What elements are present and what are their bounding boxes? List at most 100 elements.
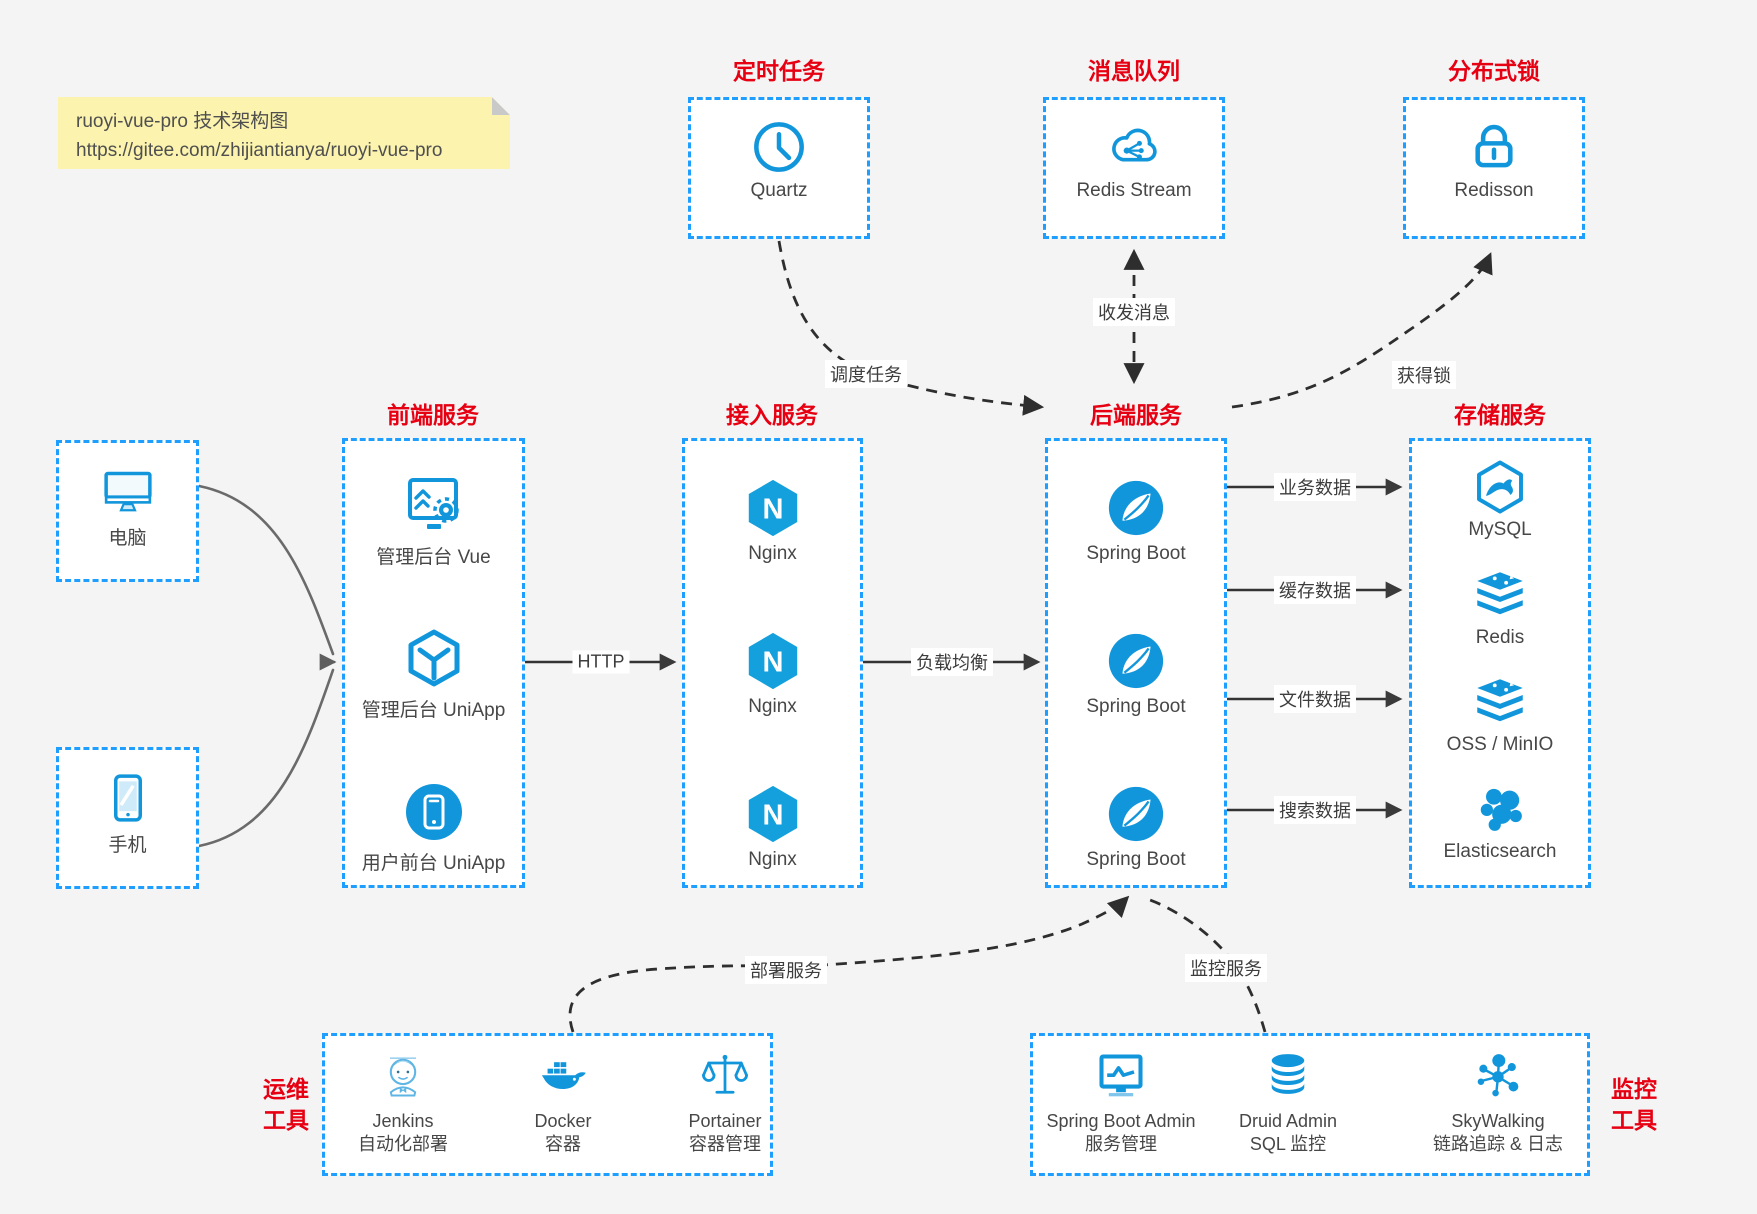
edge-computer-to-frontend — [197, 484, 335, 656]
item-name: Jenkins — [372, 1111, 434, 1131]
edge-lock-arrow — [1231, 252, 1493, 409]
redisson-item: Redisson — [1406, 118, 1582, 202]
backend-services-box: Spring Boot Spring Boot Spring Boot — [1045, 438, 1227, 888]
item-label: Spring Boot — [1086, 849, 1186, 870]
item-desc: SQL 监控 — [1249, 1134, 1327, 1154]
distributed-lock-box: Redisson — [1403, 97, 1585, 239]
edge-label-cache-data: 缓存数据 — [1274, 576, 1356, 604]
jenkins-item: Jenkins 自动化部署 — [328, 1050, 478, 1155]
desktop-icon — [100, 463, 156, 519]
svg-text:N: N — [762, 494, 783, 526]
note-url: https://gitee.com/zhijiantianya/ruoyi-vu… — [76, 140, 443, 162]
lock-icon — [1465, 118, 1523, 176]
edge-label-lock: 获得锁 — [1392, 361, 1456, 389]
computer-item: 电脑 — [59, 463, 196, 550]
nginx-item: N Nginx — [685, 783, 860, 871]
mysql-icon — [1472, 459, 1528, 515]
smartphone-icon — [100, 770, 156, 826]
item-label: 电脑 — [108, 528, 147, 549]
oss-minio-item: OSS / MinIO — [1412, 674, 1588, 756]
nginx-item: N Nginx — [685, 477, 860, 565]
portainer-item: Portainer 容器管理 — [650, 1050, 800, 1155]
edge-label-file-data: 文件数据 — [1274, 685, 1356, 713]
spring-boot-icon — [1105, 477, 1167, 539]
spring-boot-item: Spring Boot — [1048, 477, 1224, 565]
item-name: Druid Admin — [1238, 1111, 1338, 1131]
note-title: ruoyi-vue-pro 技术架构图 — [76, 111, 289, 132]
edge-label-load-balance: 负载均衡 — [911, 648, 993, 676]
item-name: Spring Boot Admin — [1046, 1111, 1196, 1131]
item-label: 管理后台 Vue — [376, 547, 491, 568]
admin-uniapp-item: 管理后台 UniApp — [345, 627, 522, 722]
item-label: Redis — [1475, 627, 1525, 648]
skywalking-icon — [1472, 1050, 1524, 1102]
druid-admin-item: Druid Admin SQL 监控 — [1208, 1050, 1368, 1155]
edge-label-schedule: 调度任务 — [825, 360, 907, 388]
item-label: 手机 — [108, 835, 147, 856]
access-services-box: N Nginx N Nginx N Nginx — [682, 438, 863, 888]
item-label: Spring Boot — [1086, 543, 1186, 564]
monitoring-tools-box: Spring Boot Admin 服务管理 Druid Admin SQL 监… — [1030, 1033, 1590, 1176]
group-title-distributed-lock: 分布式锁 — [1448, 58, 1540, 84]
user-app-icon — [402, 780, 466, 844]
spring-boot-item: Spring Boot — [1048, 783, 1224, 871]
druid-icon — [1262, 1050, 1314, 1102]
nginx-icon: N — [742, 783, 804, 845]
redis-item: Redis — [1412, 567, 1588, 649]
item-name: SkyWalking — [1451, 1111, 1545, 1131]
monitoring-tools-title-line1: 监控 — [1611, 1076, 1657, 1102]
uniapp-cube-icon — [402, 627, 466, 691]
nginx-item: N Nginx — [685, 630, 860, 718]
nginx-icon: N — [742, 477, 804, 539]
user-uniapp-item: 用户前台 UniApp — [345, 780, 522, 875]
item-label: MySQL — [1468, 519, 1532, 540]
svg-text:N: N — [762, 800, 783, 832]
edge-label-message: 收发消息 — [1093, 298, 1175, 326]
edge-label-monitor: 监控服务 — [1185, 954, 1267, 982]
item-name: Docker — [534, 1111, 592, 1131]
monitoring-tools-title-line2: 工具 — [1611, 1107, 1657, 1133]
edge-phone-to-frontend — [197, 668, 335, 848]
phone-box: 手机 — [56, 747, 199, 889]
svg-text:N: N — [762, 647, 783, 679]
admin-vue-icon — [402, 474, 466, 538]
column-title-backend: 后端服务 — [1090, 402, 1182, 428]
edge-schedule-arrow — [777, 240, 1045, 416]
monitoring-tools-title: 监控 工具 — [1611, 1074, 1657, 1136]
item-label: 管理后台 UniApp — [361, 700, 506, 721]
item-label: Nginx — [748, 849, 797, 870]
scheduled-tasks-box: Quartz — [688, 97, 870, 239]
edge-label-business-data: 业务数据 — [1274, 473, 1356, 501]
item-label: OSS / MinIO — [1446, 734, 1554, 755]
edge-label-deploy: 部署服务 — [745, 956, 827, 984]
storage-services-box: MySQL Redis — [1409, 438, 1591, 888]
item-desc: 容器管理 — [689, 1134, 761, 1154]
computer-box: 电脑 — [56, 440, 199, 582]
item-label: 用户前台 UniApp — [361, 853, 506, 874]
elasticsearch-icon — [1472, 781, 1528, 837]
ops-tools-title-line1: 运维 — [263, 1076, 309, 1102]
sticky-note: ruoyi-vue-pro 技术架构图 https://gitee.com/zh… — [58, 97, 510, 169]
column-title-storage: 存储服务 — [1454, 402, 1546, 428]
docker-item: Docker 容器 — [488, 1050, 638, 1155]
item-name: Portainer — [688, 1111, 762, 1131]
item-desc: 链路追踪 & 日志 — [1432, 1134, 1563, 1154]
spring-boot-item: Spring Boot — [1048, 630, 1224, 718]
item-label: Spring Boot — [1086, 696, 1186, 717]
edge-label-http: HTTP — [572, 650, 630, 674]
item-label: Quartz — [750, 180, 808, 201]
cloud-share-icon — [1105, 118, 1163, 176]
spring-boot-icon — [1105, 630, 1167, 692]
item-desc: 自动化部署 — [358, 1134, 448, 1154]
ops-tools-title-line2: 工具 — [263, 1107, 309, 1133]
nginx-icon: N — [742, 630, 804, 692]
ops-tools-title: 运维 工具 — [263, 1074, 309, 1136]
phone-item: 手机 — [59, 770, 196, 857]
docker-icon — [537, 1050, 589, 1102]
oss-minio-icon — [1472, 674, 1528, 730]
group-title-scheduled-tasks: 定时任务 — [733, 58, 825, 84]
column-title-access: 接入服务 — [726, 402, 818, 428]
portainer-icon — [699, 1050, 751, 1102]
redis-stream-item: Redis Stream — [1046, 118, 1222, 202]
